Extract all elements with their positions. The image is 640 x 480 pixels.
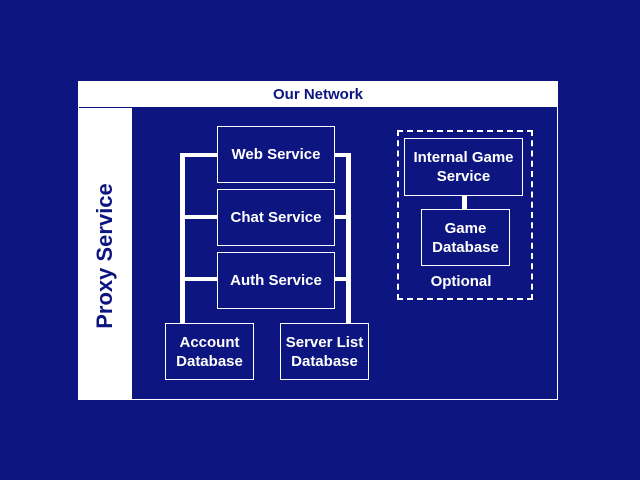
web-service-box: Web Service — [217, 126, 335, 183]
optional-label: Optional — [430, 273, 492, 290]
web-right-connector-overlay — [333, 153, 351, 157]
auth-right-connector-overlay — [333, 277, 351, 281]
game-database-box: Game Database — [421, 209, 510, 266]
chat-right-connector-overlay — [333, 215, 351, 219]
chat-left-connector-overlay — [180, 215, 218, 219]
proxy-service-bar: Proxy Service — [79, 108, 132, 399]
auth-left-connector-overlay — [180, 277, 218, 281]
proxy-service-label: Proxy Service — [92, 183, 117, 329]
auth-service-box: Auth Service — [217, 252, 335, 309]
game-connector-overlay — [462, 195, 467, 210]
account-database-box: Account Database — [165, 323, 254, 380]
network-frame: Our Network Proxy Service — [78, 81, 558, 400]
server-list-database-box: Server List Database — [280, 323, 369, 380]
network-title: Our Network — [79, 82, 557, 107]
internal-game-service-box: Internal Game Service — [404, 138, 523, 196]
left-bus-line-overlay — [180, 154, 185, 326]
right-bus-line-overlay — [346, 154, 351, 326]
chat-service-box: Chat Service — [217, 189, 335, 246]
optional-group-border — [397, 130, 533, 300]
web-left-connector-overlay — [180, 153, 218, 157]
